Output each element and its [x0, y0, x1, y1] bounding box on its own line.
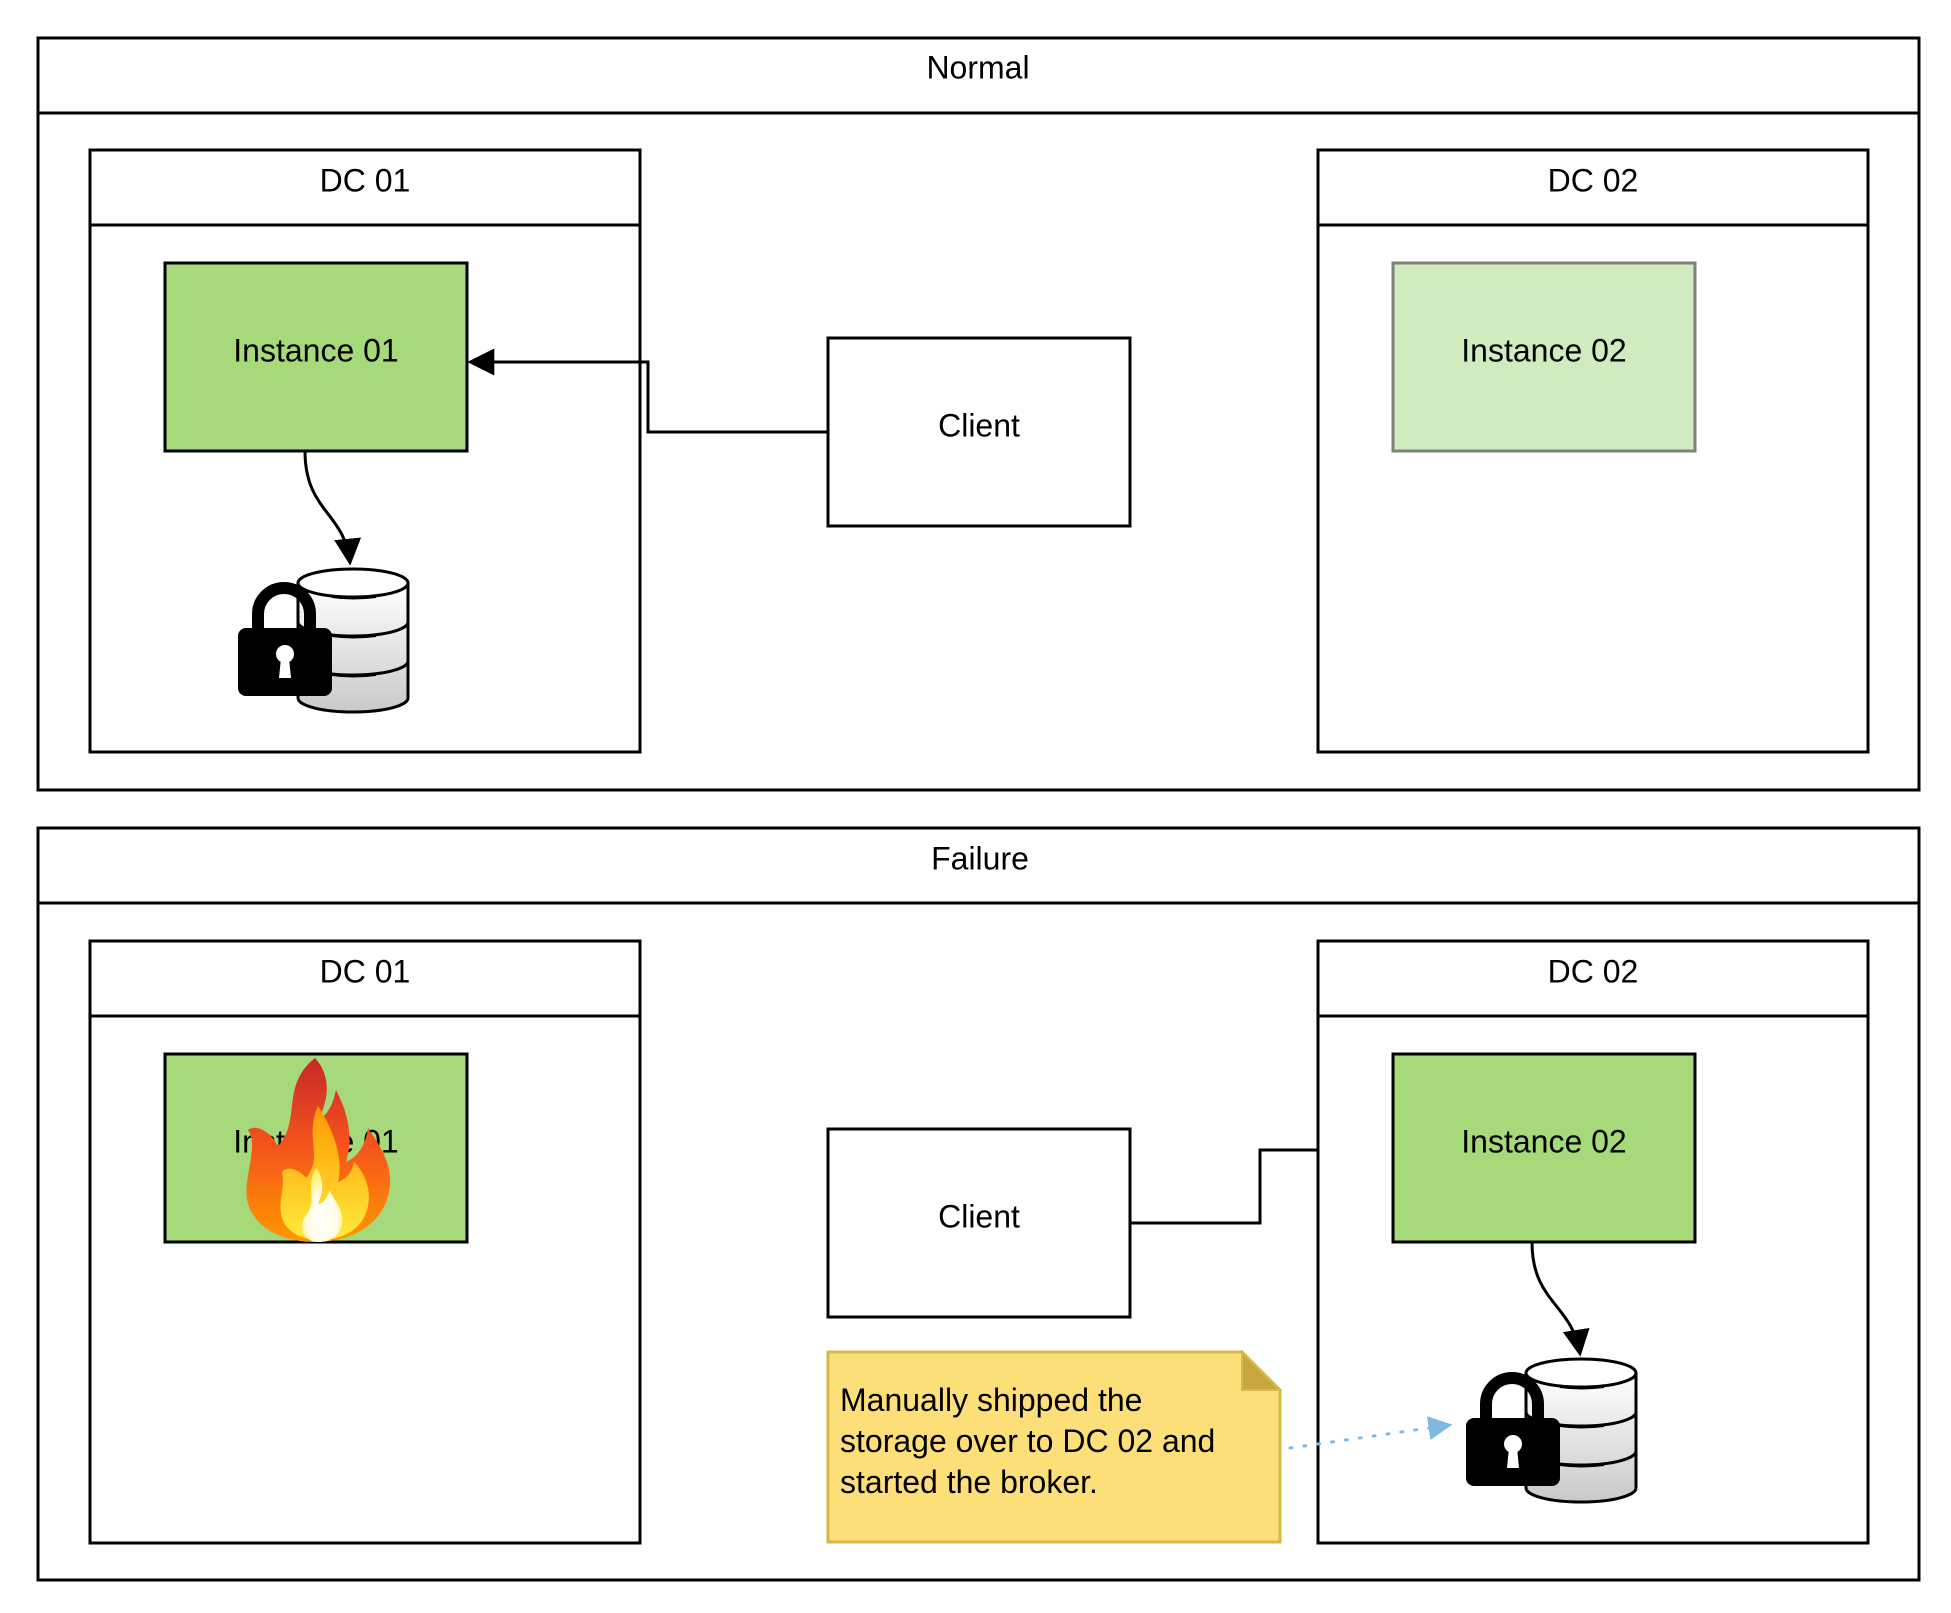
datacenter-label: DC 01: [320, 953, 411, 989]
note-line: started the broker.: [840, 1464, 1098, 1500]
panel-normal: Normal DC 01 Instance 01: [36, 36, 1921, 792]
datacenter-label: DC 02: [1548, 162, 1639, 198]
storage-note: Manually shipped the storage over to DC …: [828, 1352, 1278, 1542]
note-line: Manually shipped the: [840, 1382, 1143, 1418]
fire-icon: [246, 1058, 391, 1242]
instance-label: Instance 02: [1461, 1123, 1626, 1159]
note-shape: [826, 1349, 1283, 1544]
panel-title: Normal: [926, 49, 1029, 85]
storage-dc02: [1466, 1357, 1638, 1504]
client-label: Client: [938, 1198, 1020, 1234]
instance-label: Instance 02: [1461, 332, 1626, 368]
client-node: Client: [826, 1127, 1132, 1319]
datacenter-label: DC 01: [320, 162, 411, 198]
lock-icon: [1466, 1372, 1560, 1486]
shipment-arrow: [1288, 1416, 1453, 1450]
write-arrow: [1530, 1241, 1590, 1357]
storage-dc01: [238, 567, 410, 714]
instance-02-node: Instance 02: [1391, 1052, 1697, 1244]
panel-failure: Failure DC 01 Instance 01 Client: [36, 826, 1921, 1582]
client-label: Client: [938, 407, 1020, 443]
lock-icon: [238, 582, 332, 696]
instance-02-node: Instance 02: [1391, 261, 1697, 453]
write-arrow: [303, 450, 362, 566]
instance-label: Instance 01: [233, 332, 398, 368]
client-node: Client: [826, 336, 1132, 528]
datacenter-label: DC 02: [1548, 953, 1639, 989]
instance-01-node: Instance 01: [163, 261, 469, 453]
client-connection-arrow: [467, 348, 828, 434]
panel-title: Failure: [931, 840, 1029, 876]
note-line: storage over to DC 02 and: [840, 1423, 1216, 1459]
